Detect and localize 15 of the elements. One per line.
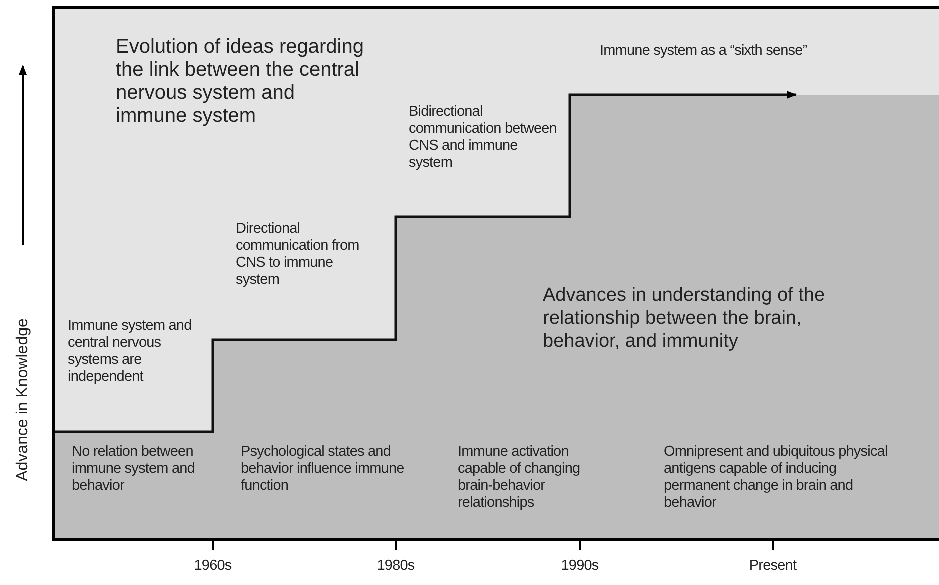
stage-label: Immune system and central nervous systems are independent [68,318,193,386]
stage-description: Immune activation capable of changing brain-behavior relationships [458,444,582,512]
heading: Advances in understanding of the relationship between the brain, behavior, and immunity [543,284,826,353]
tick-label: Present [749,558,797,575]
tick-label: 1990s [561,558,599,575]
stage-label: Immune system as a “sixth sense” [600,43,808,60]
tick-label: 1980s [377,558,415,575]
heading: Evolution of ideas regarding the link between the central nervous system and immune system [116,36,365,128]
stage-description: No relation between immune system and behavior [72,444,196,495]
tick-label: 1960s [194,558,232,575]
axis-title: Advance in Knowledge [14,318,32,482]
stage-description: Psychological states and behavior influence immune function [241,444,406,495]
stage-label: Directional communication from CNS to immune system [236,221,360,289]
stage-description: Omnipresent and ubiquitous physical antigens capable of inducing permanent change in brain and behavior [664,444,889,512]
stage-label: Bidirectional communication between CNS and immune system [409,104,558,172]
